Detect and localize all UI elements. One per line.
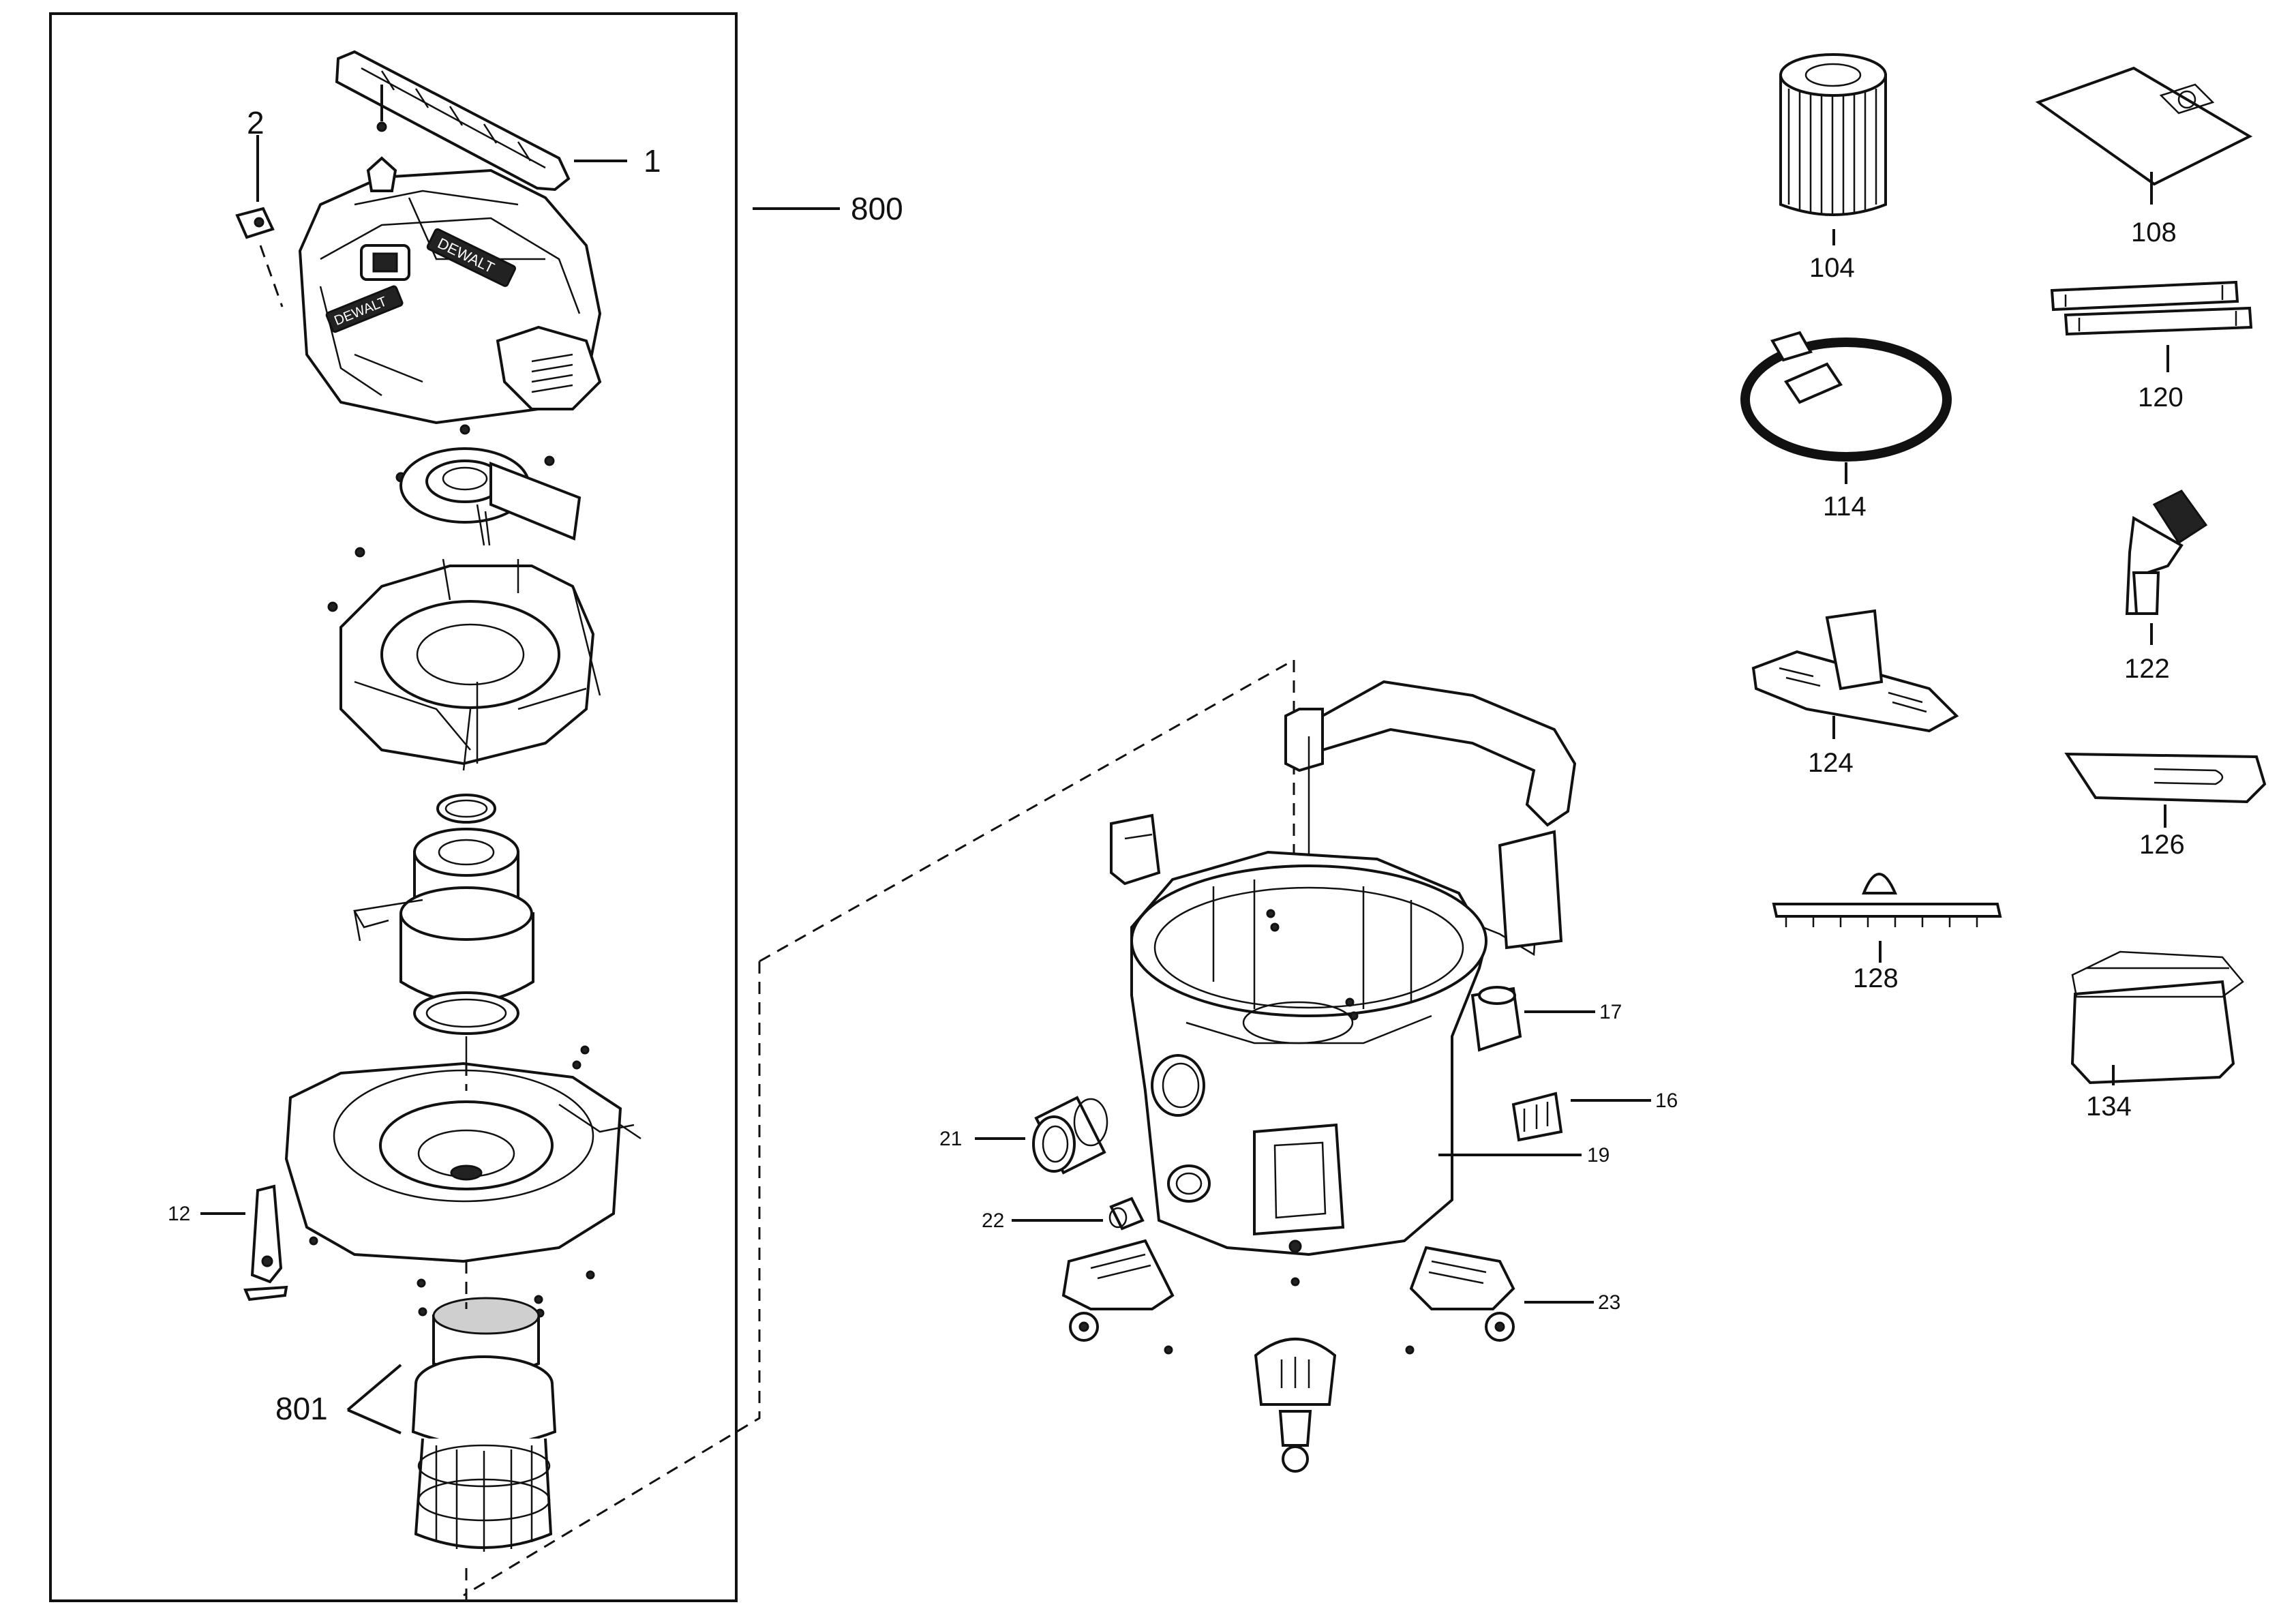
label-124: 124 [1808, 748, 1854, 778]
part-16-latch [1511, 1092, 1563, 1142]
part-motor [353, 794, 534, 1070]
label-21: 21 [939, 1128, 962, 1150]
part-21-inlet [1032, 1096, 1108, 1175]
label-1: 1 [644, 143, 661, 179]
part-128-wet-nozzle [1772, 873, 2002, 963]
label-16: 16 [1655, 1089, 1678, 1112]
leader-801 [346, 1364, 402, 1434]
part-134-storage-bag [2070, 950, 2244, 1085]
part-23-caster-left [1061, 1239, 1175, 1355]
label-2: 2 [247, 105, 265, 140]
label-23: 23 [1598, 1291, 1620, 1314]
part-23-caster-right [1405, 1246, 1515, 1355]
part-122-brush [2125, 490, 2208, 645]
label-19: 19 [1587, 1144, 1610, 1167]
label-126: 126 [2139, 830, 2185, 860]
part-104-filter [1779, 53, 1887, 245]
label-134: 134 [2086, 1092, 2132, 1122]
part-126-crevice [2064, 752, 2267, 828]
label-104: 104 [1809, 253, 1855, 283]
part-108-bag [2035, 66, 2253, 205]
part-19-tank [1110, 680, 1577, 1257]
label-108: 108 [2131, 217, 2177, 247]
part-23-caster-front [1254, 1239, 1337, 1473]
part-lid-base [284, 1045, 641, 1304]
label-12: 12 [168, 1203, 190, 1225]
part-handle [335, 50, 571, 192]
part-120-wands [2050, 280, 2253, 372]
label-800: 800 [851, 191, 903, 226]
label-17: 17 [1599, 1001, 1622, 1023]
label-128: 128 [1853, 963, 1899, 993]
label-122: 122 [2124, 654, 2170, 684]
part-exhaust-vent [395, 424, 581, 546]
part-22-drain-plug [1108, 1197, 1145, 1231]
label-801: 801 [275, 1391, 328, 1426]
label-120: 120 [2138, 382, 2184, 412]
part-114-hose [1740, 331, 1952, 484]
part-124-floor-nozzle [1751, 609, 1959, 739]
part-switch [235, 135, 284, 307]
part-motor-housing [327, 547, 601, 771]
label-114: 114 [1823, 492, 1867, 522]
assembly-link-dashed [463, 659, 1295, 1597]
part-top-cover: DEWALT DEWALT [298, 156, 602, 425]
label-22: 22 [982, 1209, 1004, 1232]
part-17-bracket [1470, 986, 1522, 1052]
assembly-800-frame [49, 12, 738, 1602]
part-801-filter-cage [411, 1297, 557, 1552]
part-12-latch [243, 1184, 288, 1302]
